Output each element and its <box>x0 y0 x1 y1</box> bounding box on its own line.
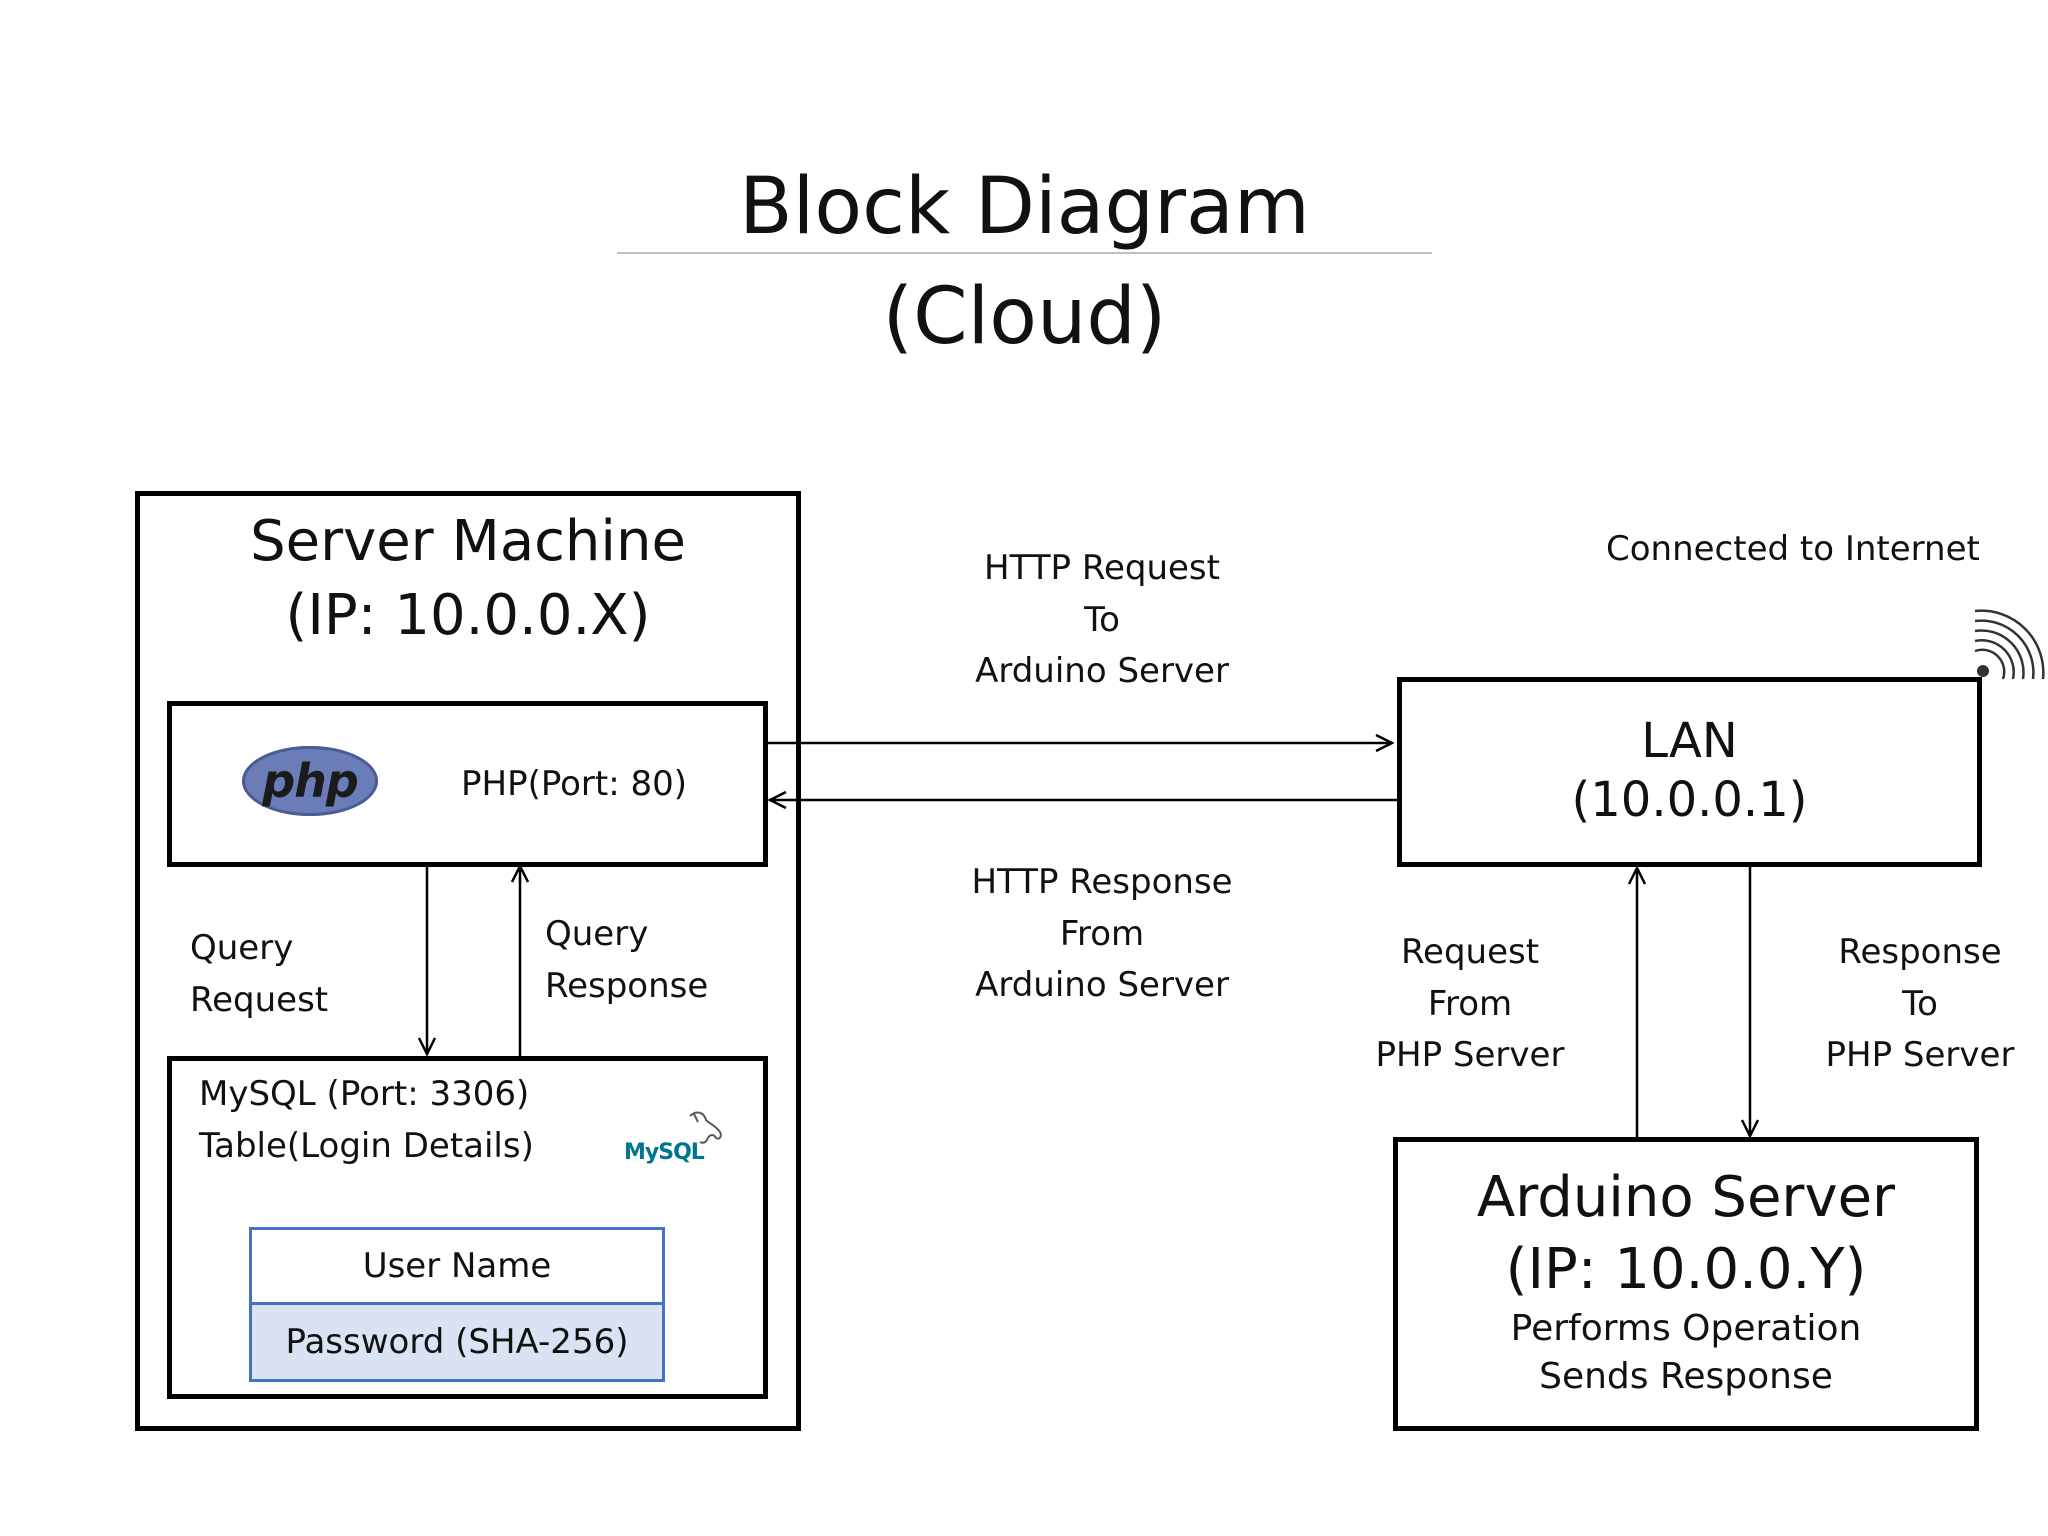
query-response-label: Query Response <box>545 914 709 1006</box>
arduino-title: Arduino Server <box>1476 1165 1896 1230</box>
table-row-password: Password (SHA-256) <box>249 1302 665 1382</box>
php-box <box>167 701 768 867</box>
mysql-logo: MySQL <box>624 1108 734 1168</box>
wifi-icon <box>1974 609 2045 680</box>
response-to-php-label: Response To PHP Server <box>1825 932 2015 1076</box>
mysql-table-label: Table(Login Details) <box>199 1125 534 1166</box>
arduino-response: Sends Response <box>1539 1355 1833 1397</box>
server-machine-ip: (IP: 10.0.0.X) <box>285 583 651 648</box>
mysql-port-label: MySQL (Port: 3306) <box>199 1074 530 1114</box>
arduino-label: Arduino Server (IP: 10.0.0.Y) Performs O… <box>1393 1162 1979 1400</box>
arduino-box <box>1393 1137 1979 1431</box>
diagram-title-line1: Block Diagram <box>739 162 1310 252</box>
server-machine-title: Server Machine <box>250 509 686 574</box>
mysql-dolphin-icon <box>689 1111 722 1144</box>
mysql-logo-text: MySQL <box>624 1140 705 1165</box>
internet-label: Connected to Internet <box>1606 529 1980 569</box>
http-response-label: HTTP Response From Arduino Server <box>971 862 1233 1006</box>
title-divider <box>617 252 1432 254</box>
http-request-label: HTTP Request To Arduino Server <box>975 548 1229 692</box>
request-from-php-label: Request From PHP Server <box>1375 932 1565 1076</box>
php-label: PHP(Port: 80) <box>461 764 688 804</box>
php-logo-text: php <box>262 754 359 808</box>
php-logo: php <box>242 746 378 816</box>
arduino-operation: Performs Operation <box>1510 1308 1862 1350</box>
mysql-description: MySQL (Port: 3306) Table(Login Details) <box>199 1069 534 1172</box>
arduino-ip: (IP: 10.0.0.Y) <box>1505 1236 1867 1302</box>
lan-box <box>1397 677 1982 867</box>
query-request-label: Query Request <box>190 928 329 1020</box>
diagram-title-line2: (Cloud) <box>882 272 1167 362</box>
lan-label: LAN (10.0.0.1) <box>1571 713 1808 828</box>
